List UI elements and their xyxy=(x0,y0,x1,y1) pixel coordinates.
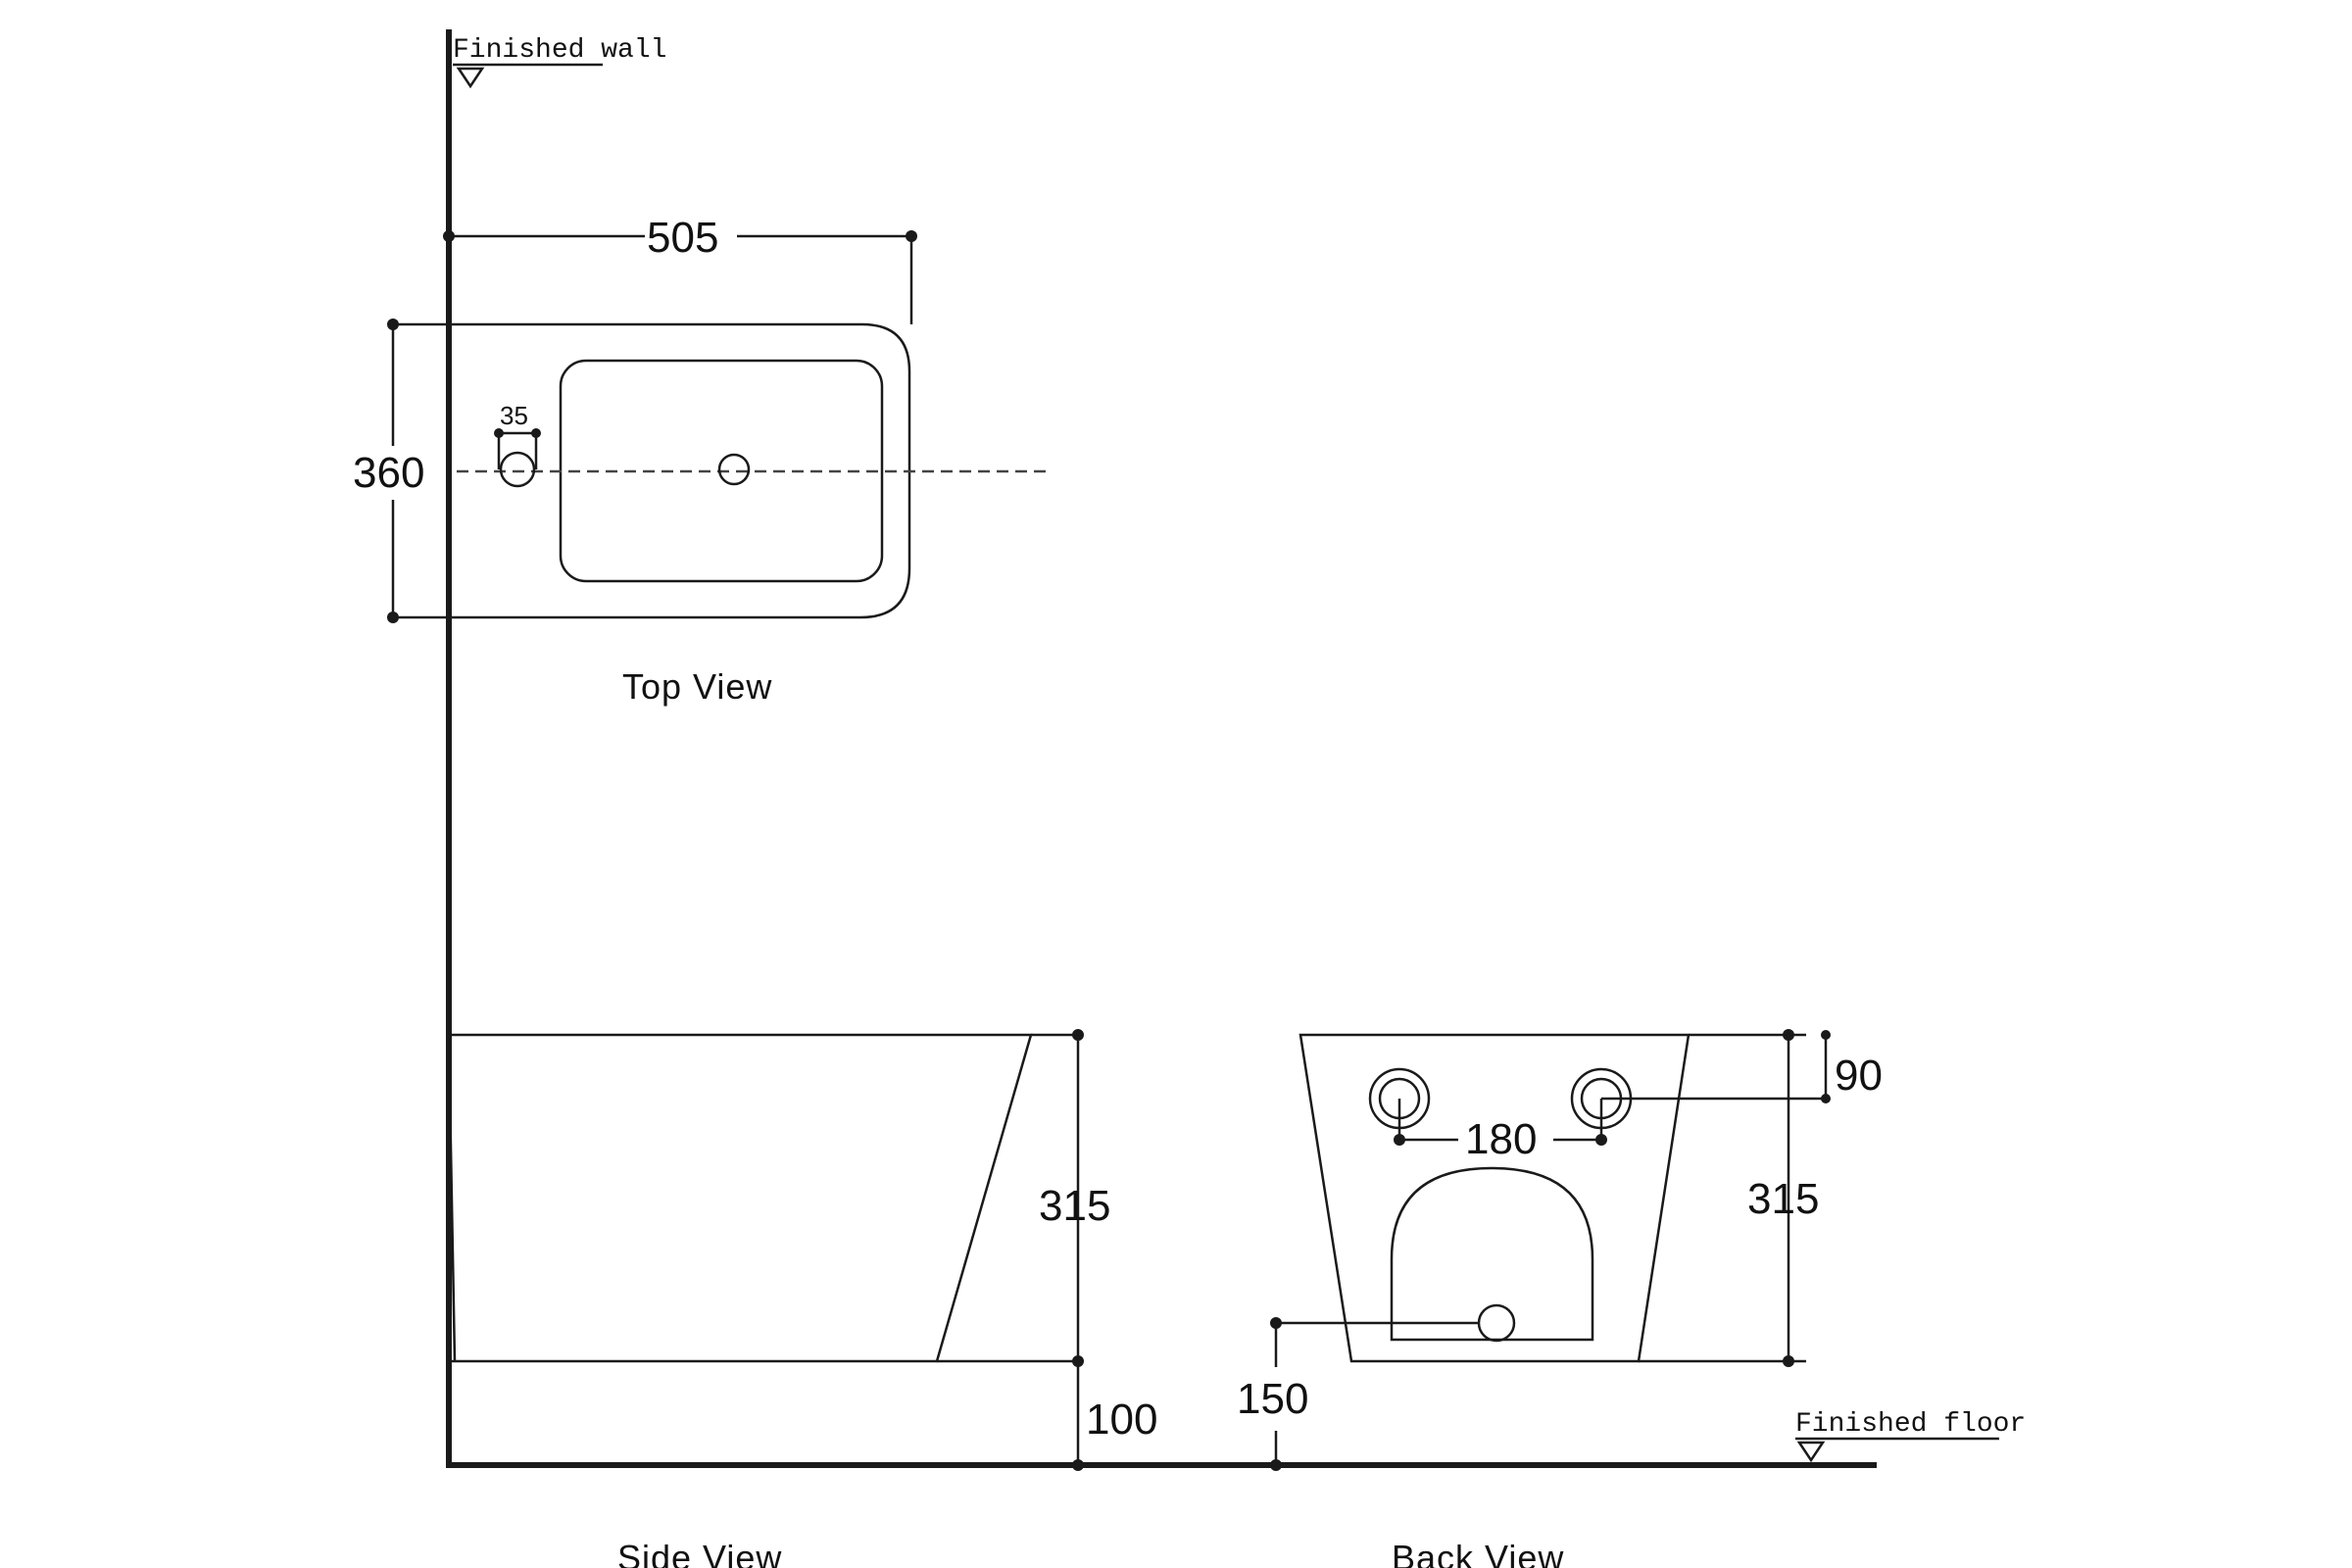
bolt-spacing-dimension: 180 xyxy=(1465,1115,1537,1163)
top-view-width-dimension: 505 xyxy=(647,214,718,262)
side-view-outline xyxy=(449,1033,1033,1363)
top-view-title: Top View xyxy=(622,666,772,707)
back-view-height-dimension: 315 xyxy=(1747,1175,1819,1223)
side-view: 315 100 Side View xyxy=(447,1029,1157,1568)
outlet-arch xyxy=(1390,1166,1594,1342)
finished-wall-label: Finished wall xyxy=(453,35,666,66)
tap-hole xyxy=(499,451,536,488)
finished-floor-marker: Finished floor xyxy=(1795,1409,2026,1463)
back-view-outline xyxy=(1298,1033,1690,1363)
top-view-outline xyxy=(449,322,911,619)
finished-floor-label: Finished floor xyxy=(1795,1409,2026,1440)
top-view-depth-dimension: 360 xyxy=(353,449,424,497)
outlet-hole xyxy=(1477,1303,1516,1343)
side-view-title: Side View xyxy=(617,1538,782,1568)
back-view: 180 90 150 315 Back View xyxy=(1237,1029,1883,1568)
bolt-drop-dimension: 90 xyxy=(1835,1052,1883,1100)
outlet-height-dimension: 150 xyxy=(1237,1375,1308,1423)
back-view-title: Back View xyxy=(1392,1538,1564,1568)
drain-hole xyxy=(717,453,751,486)
side-view-floor-gap-dimension: 100 xyxy=(1086,1396,1157,1444)
side-view-height-dimension: 315 xyxy=(1039,1182,1110,1230)
top-view: 35 505 360 Top View xyxy=(353,214,1051,707)
finished-wall-marker: Finished wall xyxy=(453,35,666,89)
tap-hole-dimension: 35 xyxy=(500,401,528,430)
